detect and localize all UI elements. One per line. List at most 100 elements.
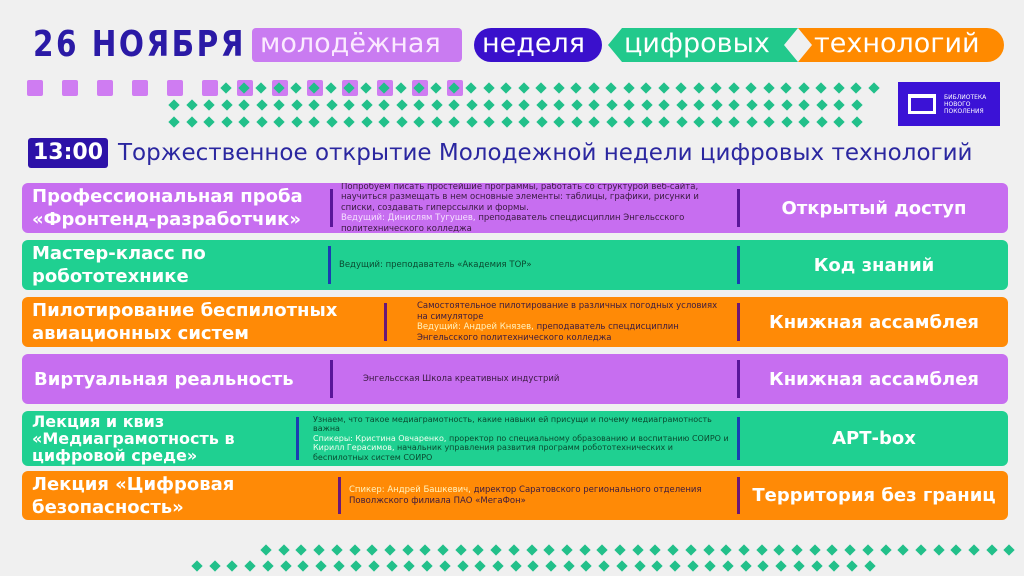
diamond-dot <box>482 82 495 94</box>
diamond-dot <box>623 99 635 111</box>
diamond-dot <box>517 82 530 94</box>
event-location: Книжная ассамблея <box>769 368 979 390</box>
diamond-dot <box>483 99 495 111</box>
diamond-dot <box>588 116 600 128</box>
event-location: Открытый доступ <box>781 197 967 219</box>
diamond-dot <box>384 544 396 556</box>
diamond-dot <box>762 82 775 94</box>
diamond-dot <box>255 82 267 94</box>
schedule-row: Лекция и квиз «Медиаграмотность в цифров… <box>22 411 1008 466</box>
diamond-dot <box>763 99 775 111</box>
diamond-dot <box>244 560 256 572</box>
diamond-dot <box>255 99 268 111</box>
diamond-dot <box>366 544 378 556</box>
diamond-dot <box>763 116 775 128</box>
diamond-dot <box>693 99 705 111</box>
opening-time-badge: 13:00 <box>28 138 108 168</box>
diamond-dot <box>203 99 215 111</box>
diamond-dot <box>508 544 520 556</box>
logo-text: БИБЛИОТЕКА НОВОГО ПОКОЛЕНИЯ <box>944 94 987 115</box>
square-dot <box>167 80 183 96</box>
diamond-dot <box>220 99 233 111</box>
diamond-dot <box>278 544 290 556</box>
diamond-dot <box>828 560 840 572</box>
diamond-dot <box>986 544 998 556</box>
divider <box>737 246 740 284</box>
diamond-dot <box>651 560 663 572</box>
diamond-dot <box>775 560 787 572</box>
square-dot <box>202 80 218 96</box>
diamond-dot <box>815 82 827 94</box>
diamond-dot <box>430 99 443 111</box>
diamond-dot <box>605 99 618 111</box>
schedule-row: Профессиональная проба «Фронтенд-разрабо… <box>22 183 1008 233</box>
diamond-dot <box>279 560 292 572</box>
diamond-dot <box>185 99 198 111</box>
diamond-dot <box>474 560 486 572</box>
diamond-dot <box>658 116 670 128</box>
diamond-dot <box>773 544 785 556</box>
diamond-dot <box>932 544 945 556</box>
diamond-dot <box>897 544 909 556</box>
diamond-dot <box>395 116 408 128</box>
diamond-dot <box>570 99 583 111</box>
diamond-dot <box>633 560 646 572</box>
event-description: Энгельсская Школа креативных индустрий <box>363 373 560 384</box>
diamond-dot <box>419 544 431 556</box>
diamond-dot <box>332 560 345 572</box>
diamond-dot <box>704 560 716 572</box>
diamond-dot <box>315 560 327 572</box>
diamond-dot <box>439 560 451 572</box>
diamond-dot <box>238 99 250 111</box>
diamond-dot <box>658 99 670 111</box>
diamond-dot <box>313 544 325 556</box>
diamond-dot <box>535 116 548 128</box>
diamond-dot <box>915 544 927 556</box>
diamond-dot <box>465 116 478 128</box>
diamond-dot <box>553 99 565 111</box>
event-location: Книжная ассамблея <box>769 311 979 333</box>
divider <box>737 189 740 227</box>
title-word-digital: цифровых <box>608 28 798 62</box>
diamond-dot <box>545 560 557 572</box>
divider <box>296 417 299 460</box>
diamond-dot <box>844 544 856 556</box>
diamond-dot <box>862 544 874 556</box>
diamond-dot <box>570 116 583 128</box>
diamond-dot <box>728 116 740 128</box>
diamond-dot <box>757 560 770 572</box>
diamond-dot <box>465 82 477 94</box>
diamond-dot <box>791 544 803 556</box>
diamond-dot <box>413 99 425 111</box>
diamond-dot <box>692 82 705 94</box>
diamond-dot <box>587 82 600 94</box>
diamond-dot <box>702 544 715 556</box>
diamond-dot <box>455 544 467 556</box>
diamond-dot <box>238 116 250 128</box>
diamond-dot <box>325 99 338 111</box>
divider <box>384 303 387 341</box>
diamond-dot <box>710 99 723 111</box>
diamond-dot <box>745 99 758 111</box>
diamond-dot <box>430 116 443 128</box>
diamond-dot <box>686 560 699 572</box>
diamond-dot <box>535 99 548 111</box>
diamond-dot <box>209 560 221 572</box>
diamond-dot <box>780 99 793 111</box>
diamond-dot <box>437 544 449 556</box>
diamond-dot <box>360 116 373 128</box>
diamond-dot <box>740 560 752 572</box>
diamond-dot <box>667 544 679 556</box>
event-description: Самостоятельное пилотирование в различны… <box>417 301 718 343</box>
diamond-dot <box>675 82 687 94</box>
diamond-dot <box>614 544 626 556</box>
diamond-dot <box>798 99 810 111</box>
diamond-dot <box>262 560 274 572</box>
diamond-dot <box>649 544 662 556</box>
diamond-dot <box>780 116 793 128</box>
event-description: Узнаем, что такое медиаграмотность, каки… <box>313 414 729 462</box>
schedule-row: Мастер-класс по робототехнике Ведущий: п… <box>22 240 1008 290</box>
divider <box>328 246 331 284</box>
diamond-dot <box>640 99 653 111</box>
diamond-dot <box>622 82 635 94</box>
